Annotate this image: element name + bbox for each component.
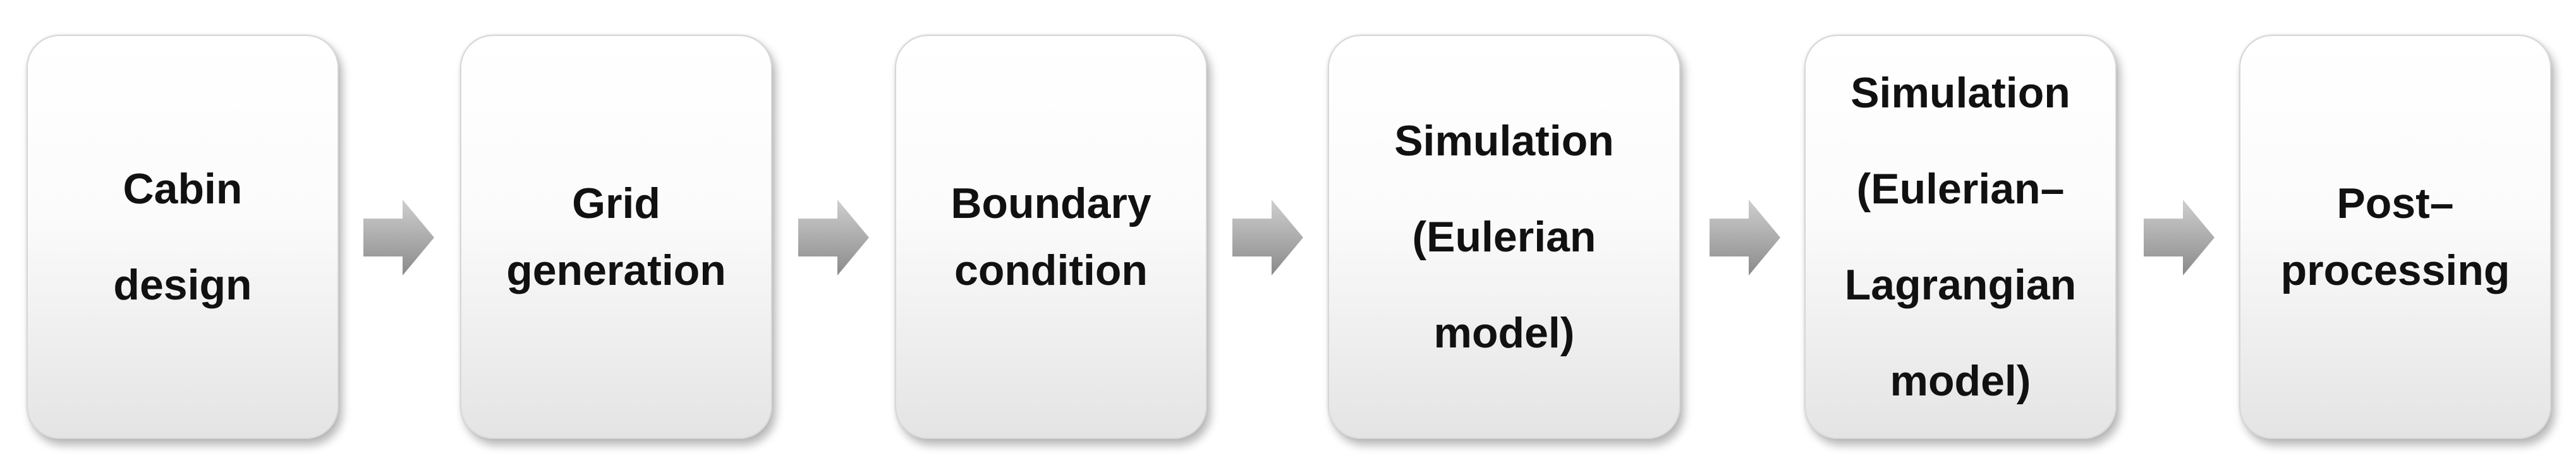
right-arrow-icon (1232, 200, 1303, 275)
step-label: Boundary condition (951, 179, 1151, 294)
step-simulation-eulerian: Simulation (Eulerian model) (1328, 35, 1680, 439)
right-arrow-icon-graphic (2144, 200, 2215, 275)
right-arrow-icon (363, 200, 434, 275)
step-label: Cabin design (113, 165, 252, 309)
step-label: Post– processing (2280, 179, 2510, 294)
right-arrow-icon-graphic (1710, 200, 1780, 275)
step-cabin-design: Cabin design (27, 35, 339, 439)
right-arrow-icon (798, 200, 869, 275)
right-arrow-icon-graphic (1232, 200, 1303, 275)
step-boundary-condition: Boundary condition (895, 35, 1207, 439)
step-label: Grid generation (506, 179, 726, 294)
step-label: Simulation (Eulerian– Lagrangian model) (1844, 69, 2077, 405)
step-simulation-eulerian-lagrangian: Simulation (Eulerian– Lagrangian model) (1804, 35, 2117, 439)
right-arrow-icon-graphic (363, 200, 434, 275)
right-arrow-icon (2144, 200, 2215, 275)
step-label: Simulation (Eulerian model) (1394, 117, 1614, 357)
step-post-processing: Post– processing (2239, 35, 2551, 439)
right-arrow-icon (1710, 200, 1780, 275)
step-grid-generation: Grid generation (460, 35, 772, 439)
right-arrow-icon-graphic (798, 200, 869, 275)
